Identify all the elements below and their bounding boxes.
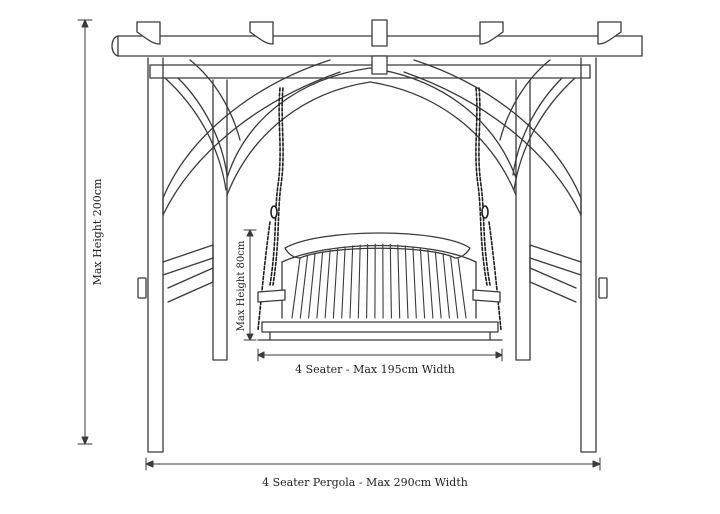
dimension-pergola-height [78,20,92,444]
backrest-slat [428,250,433,318]
backrest-slat [325,250,330,318]
seat-height-label: Max Height 80cm [236,240,247,331]
dimension-seat-width [258,349,502,361]
backrest-slat [435,252,441,318]
backrest-slat [342,247,345,318]
side-bench-right [530,245,581,302]
backrest-slat [358,245,360,318]
back-post-right [516,80,530,360]
side-brace-right [500,60,575,190]
swing-seat [258,233,502,340]
backrest-slat [398,245,400,318]
backrest-slat [413,247,416,318]
front-arch-left [163,60,340,215]
back-arch [227,68,516,195]
backrest-slat [443,254,449,318]
dimension-pergola-width [146,458,600,470]
seat-width-label: 4 Seater - Max 195cm Width [295,363,455,376]
backrest-slat [390,244,391,318]
pergola-width-label: 4 Seater Pergola - Max 290cm Width [262,476,468,489]
pergola-height-label: Max Height 200cm [91,178,104,285]
backrest-slat [420,249,424,319]
front-post-right [581,58,607,452]
front-post-left [138,58,163,452]
swing-slats [292,244,466,318]
backrest-slat [405,246,408,318]
backrest-slat [350,246,353,318]
backrest-slat [309,254,315,318]
backrest-slat [317,252,323,318]
back-beam [150,65,590,78]
backrest-slat [333,249,337,319]
backrest-slat [367,244,368,318]
backrest-slat [300,256,307,318]
backrest-slat [292,258,300,318]
front-arch-right [404,60,581,215]
backrest-slat [458,258,466,318]
side-brace-left [165,60,240,190]
backrest-slat [451,256,458,318]
side-bench-left [163,245,213,302]
